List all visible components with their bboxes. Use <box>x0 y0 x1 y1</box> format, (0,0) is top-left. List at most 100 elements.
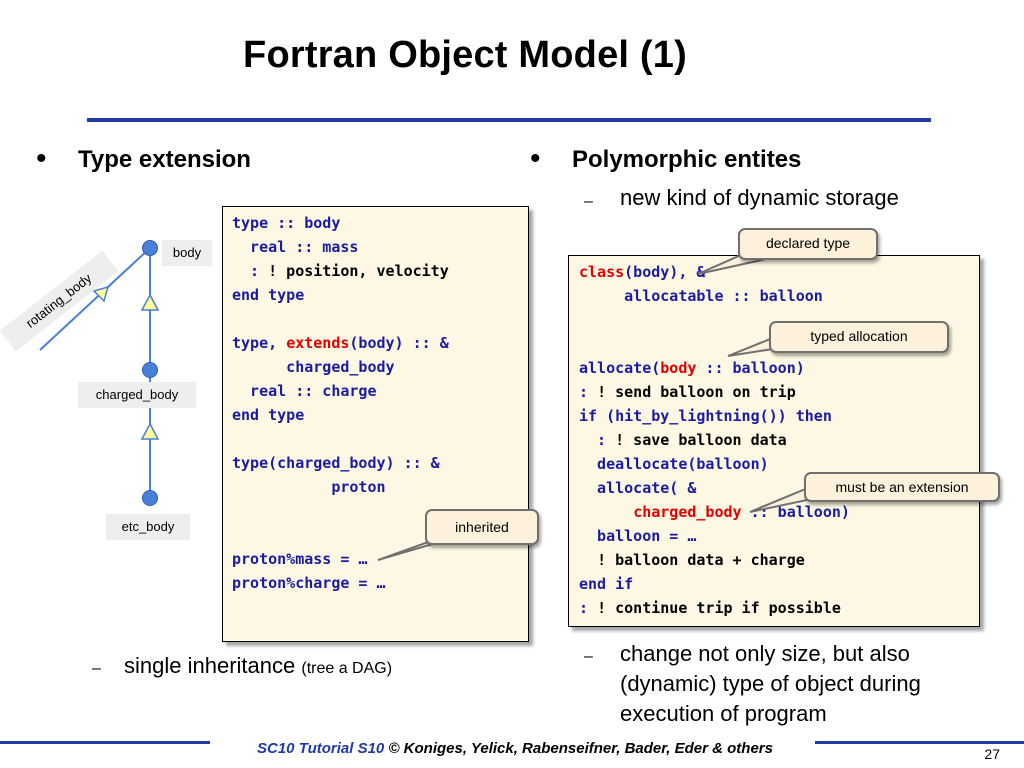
dash-marker: – <box>584 648 593 665</box>
code-segment: ! balloon data + charge <box>597 551 805 569</box>
code-segment: type :: body <box>232 214 341 232</box>
footer-rule-left <box>0 741 210 744</box>
code-line: proton <box>232 475 528 499</box>
code-segment: : <box>232 262 269 280</box>
code-line: : ! send balloon on trip <box>579 380 979 404</box>
code-line: : ! save balloon data <box>579 428 979 452</box>
node-etc-body <box>142 490 158 506</box>
code-line: : ! continue trip if possible <box>579 596 979 620</box>
code-segment: end if <box>579 575 634 593</box>
bullet-polymorphic: Polymorphic entites <box>572 146 802 173</box>
code-segment: body <box>660 359 697 377</box>
code-segment: proton <box>232 478 386 496</box>
code-line: real :: charge <box>232 379 528 403</box>
code-line: end type <box>232 403 528 427</box>
node-body <box>142 240 158 256</box>
code-segment: :: balloon) <box>696 359 805 377</box>
code-segment: type, <box>232 334 287 352</box>
footer-authors: © Koniges, Yelick, Rabenseifner, Bader, … <box>384 740 773 757</box>
code-segment: if (hit_by_lightning()) then <box>579 407 832 425</box>
code-line: ! balloon data + charge <box>579 548 979 572</box>
inheritance-tree-diagram <box>39 240 160 506</box>
tree-nodes <box>142 240 158 506</box>
code-segment: (body) :: & <box>349 334 449 352</box>
inherit-arrow-icon <box>140 422 160 440</box>
sub-dynamic-type: change not only size, but also (dynamic)… <box>620 639 921 729</box>
node-charged-body <box>142 362 158 378</box>
code-line: allocate(body :: balloon) <box>579 356 979 380</box>
code-segment: : <box>579 383 598 401</box>
inherit-arrow-icon <box>140 293 160 311</box>
code-segment: allocatable :: balloon <box>579 287 823 305</box>
code-segment: balloon = … <box>579 527 697 545</box>
bullet-type-extension: Type extension <box>78 146 251 173</box>
code-segment: real :: mass <box>232 238 359 256</box>
code-line: balloon = … <box>579 524 979 548</box>
code-line: type :: body <box>232 211 528 235</box>
sub-text-main: single inheritance <box>124 653 296 678</box>
code-segment: :: balloon) <box>741 503 850 521</box>
code-segment: : <box>579 431 616 449</box>
code-segment: type(charged_body) :: & <box>232 454 440 472</box>
code-segment: proton%charge = … <box>232 574 386 592</box>
code-line: end type <box>232 283 528 307</box>
inheritance-arrows <box>92 285 160 440</box>
code-segment <box>579 503 633 521</box>
tree-label-body: body <box>162 240 212 266</box>
code-line <box>232 307 528 331</box>
code-segment <box>579 551 597 569</box>
code-line <box>232 427 528 451</box>
title-divider <box>87 118 931 122</box>
footer-credits: SC10 Tutorial S10 © Koniges, Yelick, Rab… <box>215 740 815 757</box>
code-segment: charged_body <box>633 503 742 521</box>
code-line: if (hit_by_lightning()) then <box>579 404 979 428</box>
sub-line: change not only size, but also <box>620 641 910 666</box>
code-line: allocatable :: balloon <box>579 284 979 308</box>
sub-dynamic-storage: new kind of dynamic storage <box>620 185 899 210</box>
code-segment: allocate( <box>579 359 661 377</box>
code-line: : ! position, velocity <box>232 259 528 283</box>
code-segment: ! save balloon data <box>615 431 787 449</box>
callout-inherited: inherited <box>425 509 539 545</box>
code-line: allocate( & <box>579 476 979 500</box>
code-line: type(charged_body) :: & <box>232 451 528 475</box>
page-number: 27 <box>984 746 1000 762</box>
callout-typed-allocation: typed allocation <box>769 321 949 353</box>
callout-declared-type: declared type <box>738 228 878 260</box>
code-segment: class <box>579 263 625 281</box>
branch-edge <box>39 247 151 351</box>
bullet-marker: • <box>36 142 47 175</box>
code-line: charged_body :: balloon) <box>579 500 979 524</box>
code-segment: extends <box>286 334 350 352</box>
code-segment: ! continue trip if possible <box>597 599 841 617</box>
sub-text-small: (tree a DAG) <box>301 660 393 677</box>
inherit-arrow-icon <box>92 285 110 303</box>
dash-marker: – <box>92 660 101 677</box>
code-line: end if <box>579 572 979 596</box>
sub-line: execution of program <box>620 701 827 726</box>
code-segment: real :: charge <box>232 382 377 400</box>
code-segment: ! position, velocity <box>268 262 449 280</box>
code-segment: end type <box>232 286 305 304</box>
code-segment: : <box>579 599 598 617</box>
type-extension-code: type :: body real :: mass : ! position, … <box>232 211 528 595</box>
slide-title: Fortran Object Model (1) <box>243 34 687 76</box>
code-segment: proton%mass = … <box>232 550 368 568</box>
type-extension-code-box: type :: body real :: mass : ! position, … <box>222 206 529 642</box>
code-segment: end type <box>232 406 305 424</box>
code-line: proton%mass = … <box>232 547 528 571</box>
code-line: type, extends(body) :: & <box>232 331 528 355</box>
dash-marker: – <box>584 193 593 210</box>
tree-label-charged-body: charged_body <box>78 382 196 408</box>
code-segment: allocate( & <box>579 479 697 497</box>
code-segment: deallocate(balloon) <box>579 455 769 473</box>
code-line: proton%charge = … <box>232 571 528 595</box>
sub-single-inheritance: single inheritance (tree a DAG) <box>124 651 392 684</box>
sub-line: (dynamic) type of object during <box>620 671 921 696</box>
code-line: deallocate(balloon) <box>579 452 979 476</box>
code-line: charged_body <box>232 355 528 379</box>
code-segment: ! send balloon on trip <box>597 383 796 401</box>
footer-rule-right <box>815 741 1024 744</box>
